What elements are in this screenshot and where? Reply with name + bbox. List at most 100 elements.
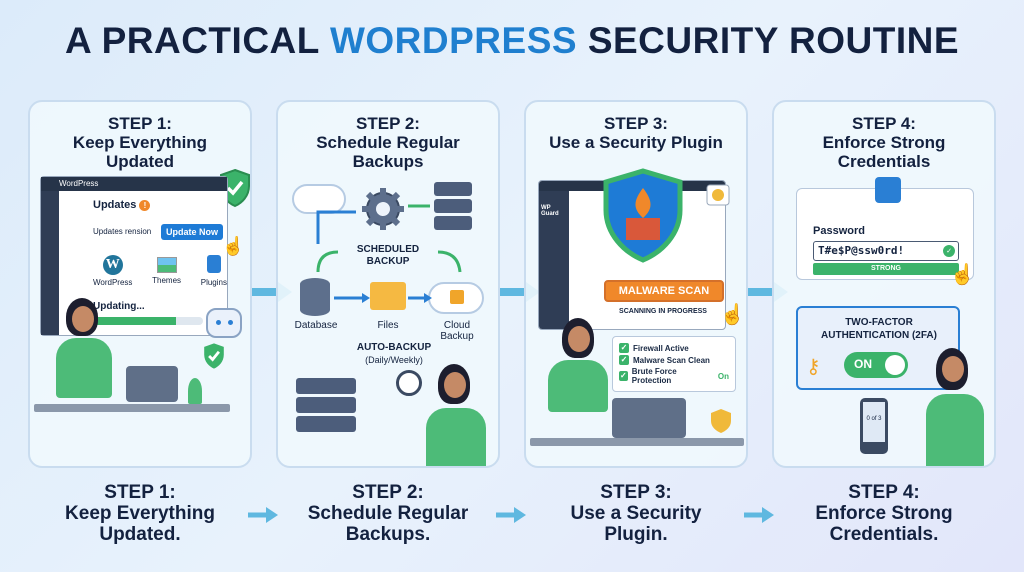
lock-icon — [875, 177, 901, 203]
item-plugins-label: Plugins — [200, 278, 227, 287]
item-wordpress: W WordPress — [93, 255, 132, 287]
plug-icon — [206, 255, 221, 273]
bottom-step-3: STEP 3: Use a Security Plugin. — [524, 482, 748, 545]
person-shirt — [926, 394, 984, 466]
update-items: W WordPress Themes Plugins — [93, 255, 227, 287]
check-malware-label: Malware Scan Clean — [633, 355, 710, 365]
check-icon: ✓ — [943, 245, 955, 257]
person-face — [568, 326, 590, 352]
database-label: Database — [294, 320, 338, 331]
person-face — [942, 356, 964, 382]
twofa-card: TWO-FACTOR AUTHENTICATION (2FA) ⚷ ON — [796, 306, 960, 390]
cloud-backup-label: Cloud Backup — [440, 320, 474, 342]
person-shirt — [56, 338, 112, 398]
malware-scan-button[interactable]: MALWARE SCAN — [604, 280, 724, 302]
panel-3-step: STEP 3: — [604, 114, 668, 133]
panel-step-1: STEP 1: Keep Everything Updated WordPres… — [28, 100, 252, 468]
phone-icon: 0 of 3 — [860, 398, 888, 454]
toggle-label: ON — [854, 357, 872, 371]
updates-heading: Updates ! — [93, 199, 151, 211]
panel-2-title: STEP 2: Schedule Regular Backups — [278, 114, 498, 171]
badge-icon — [706, 184, 730, 206]
twofa-toggle[interactable]: ON — [844, 352, 908, 378]
bruteforce-on: On — [717, 371, 729, 381]
plugin-name: WP Guard — [541, 205, 559, 217]
cloud-icon-top — [292, 184, 346, 214]
person-face — [444, 372, 466, 398]
update-progress-bar — [93, 317, 203, 325]
item-wordpress-label: WordPress — [93, 278, 133, 287]
panel-1-heading: Keep Everything Updated — [72, 133, 208, 171]
password-label: Password — [813, 225, 865, 237]
bottom-step-1-line1: Keep Everything — [65, 503, 215, 524]
password-value: T#e$P@ssw0rd! — [818, 244, 905, 257]
security-checks: ✓Firewall Active ✓Malware Scan Clean ✓Br… — [612, 336, 736, 392]
bottom-step-3-number: STEP 3: — [600, 482, 672, 503]
bottom-step-1: STEP 1: Keep Everything Updated. — [28, 482, 252, 545]
person-shirt — [426, 408, 486, 466]
clock-icon — [396, 370, 422, 396]
bottom-step-2-number: STEP 2: — [352, 482, 424, 503]
plugin-sidebar: WP Guard — [539, 191, 569, 329]
toggle-knob — [885, 355, 905, 375]
cursor-hand-icon: ☝ — [222, 236, 245, 256]
panel-4-heading: Enforce Strong Credentials — [822, 133, 946, 171]
check-firewall-label: Firewall Active — [633, 343, 689, 353]
bottom-step-4-line1: Enforce Strong — [815, 503, 953, 524]
item-plugins: Plugins — [201, 255, 227, 287]
strength-indicator: STRONG — [813, 263, 959, 275]
backup-arrows — [316, 204, 462, 303]
wp-sidebar — [41, 191, 59, 335]
database-icon — [300, 278, 330, 316]
bottom-arrow-2 — [496, 507, 526, 523]
bottom-step-3-line2: Plugin. — [604, 524, 668, 545]
updating-text: Updating... — [93, 301, 145, 312]
person-shirt — [548, 360, 608, 412]
bottom-step-4-number: STEP 4: — [848, 482, 920, 503]
check-firewall: ✓Firewall Active — [619, 343, 689, 353]
page-title: A PRACTICAL WORDPRESS SECURITY ROUTINE — [0, 20, 1024, 62]
themes-icon — [156, 257, 177, 273]
updates-label: Updates — [93, 199, 137, 211]
panel-1-step: STEP 1: — [108, 114, 172, 133]
updates-version-text: Updates rension — [93, 227, 152, 236]
bottom-arrow-1 — [248, 507, 278, 523]
panel-step-4: STEP 4: Enforce Strong Credentials Passw… — [772, 100, 996, 468]
badge-icon-bottom — [711, 409, 731, 433]
wp-title: WordPress — [59, 179, 99, 188]
title-accent: WORDPRESS — [329, 20, 578, 61]
desk — [530, 438, 744, 446]
desk — [34, 404, 230, 412]
person-face — [72, 306, 94, 332]
check-bruteforce-label: Brute Force Protection — [631, 367, 677, 385]
title-part1: A PRACTICAL — [64, 20, 330, 61]
check-malware: ✓Malware Scan Clean — [619, 355, 710, 365]
panel-1-title: STEP 1: Keep Everything Updated — [30, 114, 250, 171]
twofa-label: TWO-FACTOR AUTHENTICATION (2FA) — [821, 317, 937, 341]
password-field[interactable]: T#e$P@ssw0rd! ✓ — [813, 241, 959, 261]
panel-step-2: STEP 2: Schedule Regular Backups SCHEDUL… — [276, 100, 500, 468]
bottom-step-4-line2: Credentials. — [829, 524, 939, 545]
panel-3-heading: Use a Security Plugin — [549, 133, 723, 152]
files-label: Files — [377, 320, 399, 331]
laptop — [612, 398, 686, 438]
update-now-button[interactable]: Update Now — [161, 224, 224, 240]
check-bruteforce: ✓Brute Force Protection On — [619, 367, 729, 385]
title-part3: SECURITY ROUTINE — [577, 20, 960, 61]
cloud-lock-icon — [428, 282, 484, 314]
updates-badge: ! — [139, 200, 151, 211]
password-card: Password T#e$P@ssw0rd! ✓ STRONG — [796, 177, 974, 280]
panel-3-title: STEP 3: Use a Security Plugin — [526, 114, 746, 152]
firewall-shield-icon — [603, 168, 683, 263]
auto-backup-sub: (Daily/Weekly) — [365, 355, 423, 365]
robot-icon — [206, 308, 242, 338]
update-progress-fill — [93, 317, 176, 325]
gear-icon — [362, 188, 404, 230]
panel-2-step: STEP 2: — [356, 114, 420, 133]
phone-code: 0 of 3 — [863, 402, 885, 442]
bottom-step-2-line1: Schedule Regular — [307, 503, 469, 524]
small-shield-icon — [204, 343, 224, 369]
laptop — [126, 366, 178, 402]
cursor-hand-icon: ☝ — [720, 304, 745, 326]
bottom-step-3-line1: Use a Security — [570, 503, 702, 524]
